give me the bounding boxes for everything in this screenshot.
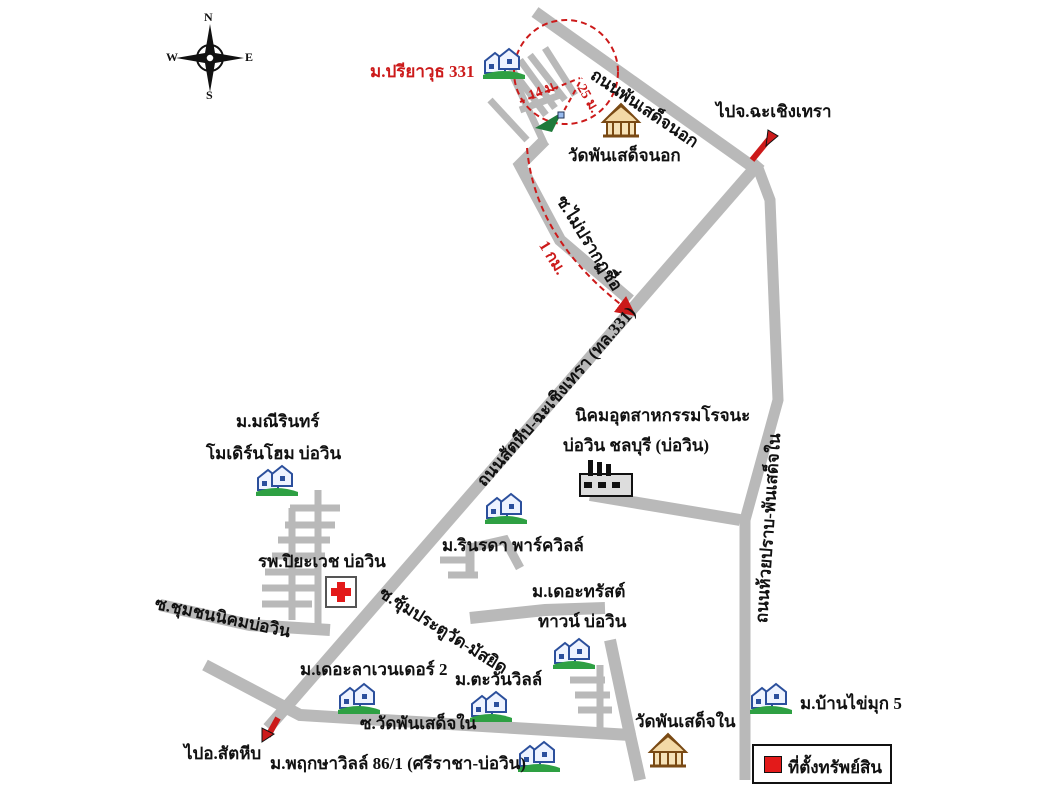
side-streets xyxy=(262,46,612,735)
compass-n: N xyxy=(204,10,213,24)
temple-phanset-nai-icon xyxy=(648,732,688,768)
tawan-label: ม.ตะวันวิลล์ xyxy=(455,670,543,689)
factory-icon xyxy=(579,460,633,497)
industrial-label-1: นิคมอุตสาหกรรมโรจนะ xyxy=(575,406,751,425)
legend-swatch xyxy=(764,756,782,773)
compass-s: S xyxy=(206,88,213,102)
compass-e: E xyxy=(245,50,254,64)
village-331-icon xyxy=(482,48,526,80)
to-chachoengsao-label: ไปจ.ฉะเชิงเทรา xyxy=(716,102,832,121)
soi-wat-phanset-nai-label: ซ.วัดพันเสด็จใน xyxy=(360,714,477,733)
hospital-icon xyxy=(325,576,357,608)
village-manirin-icon xyxy=(255,465,299,497)
rinrada-label: ม.รินรดา พาร์ควิลล์ xyxy=(442,536,584,555)
temple-phanset-nok-label: วัดพันเสด็จนอก xyxy=(568,146,681,165)
legend-text: ที่ตั้งทรัพย์สิน xyxy=(788,758,883,777)
temple-phanset-nai-label: วัดพันเสด็จใน xyxy=(635,712,736,731)
compass-rose xyxy=(176,24,244,92)
legend: ที่ตั้งทรัพย์สิน xyxy=(752,744,892,784)
village-ban-khai-muk-icon xyxy=(749,683,793,715)
lavender-label: ม.เดอะลาเวนเดอร์ 2 xyxy=(300,660,448,679)
to-sattahip-label: ไปอ.สัตหีบ xyxy=(184,744,262,763)
trust-label-2: ทาวน์ บ่อวิน xyxy=(538,612,627,631)
manirin-label-2: โมเดิร์นโฮม บ่อวิน xyxy=(206,444,342,463)
village-331-label: ม.ปรียาวุธ 331 xyxy=(370,62,475,81)
village-rinrada-icon xyxy=(484,493,528,525)
trust-label-1: ม.เดอะทรัสต์ xyxy=(532,582,626,601)
manirin-label-1: ม.มณีรินทร์ xyxy=(236,412,320,431)
compass-w: W xyxy=(166,50,178,64)
ban-khai-muk-label: ม.บ้านไข่มุก 5 xyxy=(800,694,902,713)
distance-25m-line xyxy=(559,77,583,119)
road-network xyxy=(158,7,784,782)
distance-1km-arrow xyxy=(526,147,636,317)
pruksa-label: ม.พฤกษาวิลล์ 86/1 (ศรีราชา-บ่อวิน) xyxy=(270,754,526,773)
site-parcel xyxy=(535,112,562,132)
industrial-label-2: บ่อวิน ชลบุรี (บ่อวิน) xyxy=(563,436,710,455)
distance-14m-line xyxy=(519,77,581,103)
site-marker xyxy=(557,111,565,119)
hospital-label: รพ.ปิยะเวช บ่อวิน xyxy=(258,552,386,571)
village-trust-icon xyxy=(552,638,596,670)
